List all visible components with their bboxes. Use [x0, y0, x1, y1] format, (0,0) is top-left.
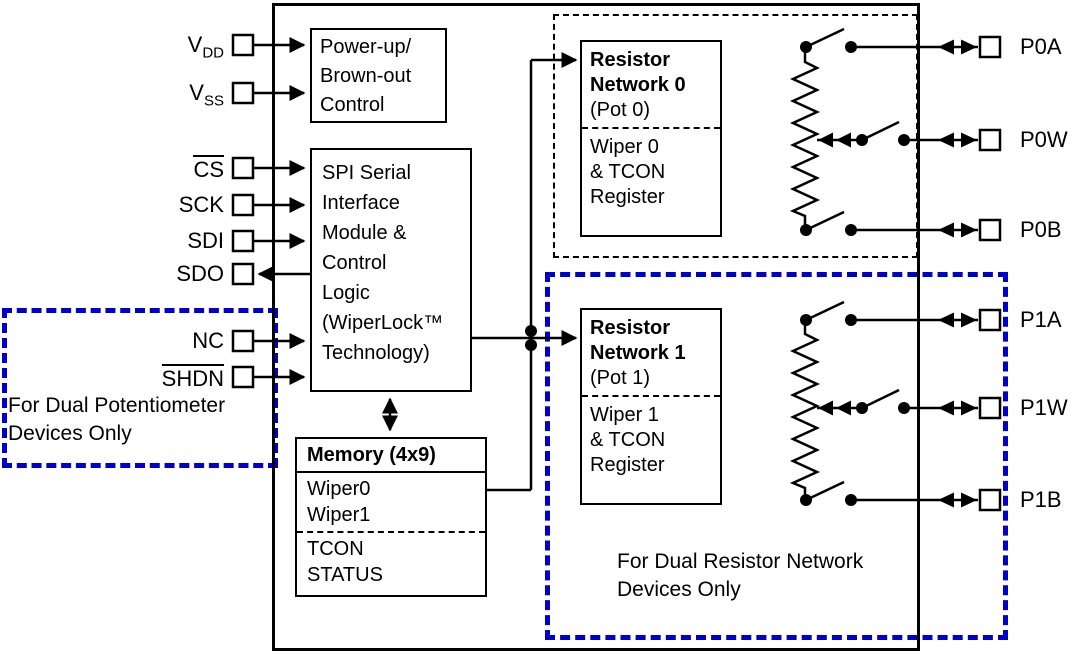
pin-label-nc: NC [192, 328, 224, 353]
pin-label-p1b: P1B [1020, 487, 1062, 512]
pin-label-p1w: P1W [1020, 395, 1068, 420]
pin-square-p0b [978, 218, 1002, 242]
memory-row: Wiper0 [307, 478, 371, 500]
memory-row: TCON [307, 538, 364, 560]
dual-resistor-network-region [545, 272, 1008, 640]
pin-label-vdd: VDD [187, 32, 224, 62]
dual-pot-note: For Dual Potentiometer Devices Only [8, 394, 226, 445]
spi-block-line: (WiperLock™ [322, 312, 444, 334]
pin-square-vss [231, 81, 255, 105]
pin-square-sdi [231, 229, 255, 253]
rn0-title: Resistor Network 0 (Pot 0) [590, 49, 686, 121]
pin-label-sdi: SDI [187, 228, 224, 253]
pin-square-cs [231, 156, 255, 180]
pin-label-shdn: SHDN [161, 364, 224, 391]
power-block-line: Control [320, 94, 385, 116]
power-block-line: Brown-out [320, 65, 412, 87]
pin-square-vdd [231, 33, 255, 57]
rn1-wiper-register: Wiper 1 & TCON Register [582, 395, 720, 503]
pin-label-p0a: P0A [1020, 34, 1062, 59]
dual-rn-note: For Dual Resistor Network Devices Only [617, 550, 864, 601]
memory-wiper-section: Wiper0 Wiper1 [297, 473, 485, 531]
power-block-line: Power-up/ [320, 36, 412, 58]
pin-label-p1a: P1A [1020, 307, 1062, 332]
resistor-network-0-block: Resistor Network 0 (Pot 0) Wiper 0 & TCO… [580, 40, 722, 237]
dual-potentiometer-region [2, 308, 278, 468]
pin-label-sck: SCK [178, 192, 224, 217]
device-outline [272, 3, 920, 651]
memory-tcon-section: TCON STATUS [297, 531, 485, 591]
spi-block-line: Module & [322, 222, 407, 244]
rn0-wiper-register: Wiper 0 & TCON Register [582, 127, 720, 235]
memory-row: Wiper1 [307, 504, 371, 526]
spi-block-line: Interface [322, 192, 400, 214]
power-up-brown-out-control-block: Power-up/ Brown-out Control [310, 28, 447, 123]
memory-title: Memory (4x9) [297, 439, 485, 473]
spi-serial-interface-block: SPI Serial Interface Module & Control Lo… [310, 148, 472, 392]
spi-block-line: Technology) [322, 342, 430, 364]
pin-label-p0w: P0W [1020, 127, 1068, 152]
pin-square-sck [231, 193, 255, 217]
pin-square-p0a [978, 35, 1002, 59]
pin-label-sdo: SDO [176, 261, 224, 286]
memory-block: Memory (4x9) Wiper0 Wiper1 TCON STATUS [295, 437, 487, 597]
pin-square-sdo [231, 262, 255, 286]
pin-label-p0b: P0B [1020, 217, 1062, 242]
spi-block-line: SPI Serial [322, 162, 411, 184]
spi-block-line: Control [322, 252, 387, 274]
memory-row: STATUS [307, 564, 383, 586]
spi-block-line: Logic [322, 282, 370, 304]
pin-square-p0w [978, 128, 1002, 152]
pin-label-cs: CS [193, 155, 224, 182]
pin-label-vss: VSS [189, 80, 224, 110]
rn1-title: Resistor Network 1 (Pot 1) [590, 317, 686, 389]
resistor-network-1-block: Resistor Network 1 (Pot 1) Wiper 1 & TCO… [580, 308, 722, 505]
